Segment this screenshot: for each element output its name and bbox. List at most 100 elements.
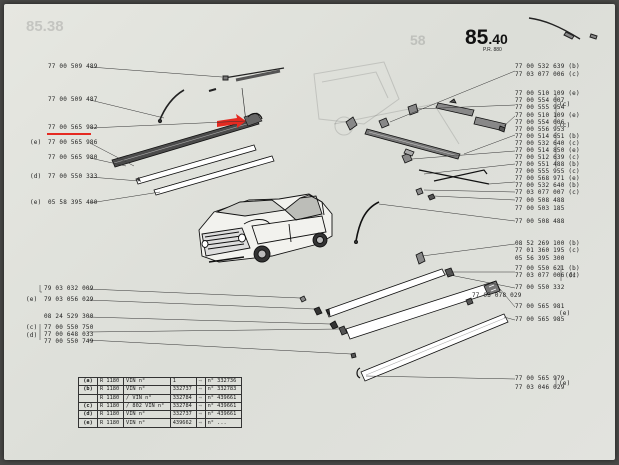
variant-code-left-lower-3: (d) bbox=[26, 332, 38, 339]
part-ref-right-14: 77 00 555 955 (c) bbox=[515, 168, 580, 175]
part-ref-right-lower-5: 77 03 077 006 (c) bbox=[515, 272, 580, 279]
part-ref-left-7: 05 58 395 400 bbox=[48, 199, 98, 206]
table-cell-vin: VIN n° bbox=[123, 418, 171, 428]
table-cell-vin: / 802 VIN n° bbox=[123, 401, 171, 412]
table-cell-from: 439662 bbox=[169, 418, 197, 428]
part-ref-right-18: 77 00 508 488 bbox=[515, 197, 565, 204]
part-ref-right-lower-6: 77 00 550 332 bbox=[515, 284, 565, 291]
part-ref-left-5: 77 00 565 980 bbox=[48, 154, 98, 161]
table-row: (c)R 1180/ 802 VIN n°332784⇨n° 439661 bbox=[78, 401, 243, 412]
part-ref-right-lower-1: 08 52 269 100 (b) bbox=[515, 240, 580, 247]
part-ref-right-6: 77 00 510 109 (e) bbox=[515, 112, 580, 119]
table-cell-code: (e) bbox=[78, 418, 98, 428]
part-ref-right-3: 77 00 510 109 (e) bbox=[515, 90, 580, 97]
highlight-underline bbox=[47, 133, 91, 135]
part-ref-left-1: 77 00 509 489 bbox=[48, 63, 98, 70]
table-cell-arrow: ⇨ bbox=[195, 385, 206, 395]
table-cell-code: (c) bbox=[78, 401, 98, 412]
top-corner-strip bbox=[528, 17, 598, 40]
table-cell-to: n° 439661 bbox=[204, 393, 243, 403]
table-cell-vin: VIN n° bbox=[123, 385, 171, 395]
table-cell-vin: / VIN n° bbox=[123, 393, 171, 403]
left-leader-lines bbox=[89, 66, 247, 204]
table-cell-arrow: ⇨ bbox=[195, 410, 206, 420]
part-ref-left-lower-3: 08 24 529 300 bbox=[44, 313, 94, 320]
variant-code-left-lower-2: (c) bbox=[26, 324, 38, 331]
table-cell-code bbox=[78, 393, 98, 403]
part-ref-right-5: 77 00 555 954 bbox=[515, 104, 565, 111]
table-cell-code: (a) bbox=[78, 376, 98, 387]
part-ref-left-lower-4: 77 00 550 750 bbox=[44, 324, 94, 331]
ghost-car-outline bbox=[313, 61, 460, 145]
part-ref-right-16: 77 00 532 640 (b) bbox=[515, 182, 580, 189]
table-cell-to: n° ... bbox=[204, 418, 243, 428]
part-ref-left-6: 77 00 550 333 bbox=[48, 173, 98, 180]
table-cell-model: R 1180 bbox=[96, 385, 125, 395]
part-ref-right-10: 77 00 532 640 (c) bbox=[515, 140, 580, 147]
variant-code-left-lower-1: (e) bbox=[26, 296, 38, 303]
table-cell-model: R 1180 bbox=[96, 401, 125, 412]
part-ref-right-1: 77 00 532 639 (b) bbox=[515, 63, 580, 70]
table-row: R 1180/ VIN n°332784⇨n° 439661 bbox=[78, 393, 243, 403]
part-ref-right-9: 77 00 514 651 (b) bbox=[515, 133, 580, 140]
ghost-page-number-left: 85.38 bbox=[26, 18, 64, 35]
part-ref-right-12: 77 00 512 639 (c) bbox=[515, 154, 580, 161]
table-cell-to: n° 332783 bbox=[204, 385, 243, 395]
part-ref-right-17: 77 03 077 007 (c) bbox=[515, 189, 580, 196]
table-cell-model: R 1180 bbox=[96, 418, 125, 428]
parts-catalog-page: 85.38 58 85.40 P.R. 880 bbox=[4, 4, 615, 460]
part-ref-right-20: 77 00 508 488 bbox=[515, 218, 565, 225]
table-cell-code: (d) bbox=[78, 410, 98, 420]
part-ref-left-2: 77 00 509 487 bbox=[48, 96, 98, 103]
variant-code-left-1: (e) bbox=[30, 139, 42, 146]
part-ref-left-lower-5: 77 00 648 033 bbox=[44, 331, 94, 338]
table-cell-code: (b) bbox=[78, 385, 98, 395]
part-ref-right-13: 77 00 551 488 (b) bbox=[515, 161, 580, 168]
variant-code-right-lower-3: (e) bbox=[559, 380, 571, 387]
table-cell-to: n° 439661 bbox=[204, 410, 243, 420]
part-ref-right-4: 77 00 554 007 bbox=[515, 97, 565, 104]
table-cell-to: n° 332736 bbox=[204, 376, 243, 387]
table-cell-model: R 1180 bbox=[96, 393, 125, 403]
table-cell-from: 1 bbox=[169, 376, 197, 387]
side-moulding-986 bbox=[135, 144, 257, 185]
variant-code-right-1: (c) bbox=[559, 101, 571, 108]
part-ref-left-lower-1: 79 03 032 009 bbox=[44, 285, 94, 292]
part-ref-right-lower-8: 77 00 565 985 bbox=[515, 316, 565, 323]
table-cell-arrow: ⇨ bbox=[195, 418, 206, 428]
part-ref-right-7: 77 00 554 006 bbox=[515, 119, 565, 126]
lower-leader-lines bbox=[87, 243, 516, 380]
upper-trim-strips bbox=[157, 67, 285, 124]
table-cell-from: 332737 bbox=[169, 410, 197, 420]
part-ref-right-19: 77 00 503 185 bbox=[515, 205, 565, 212]
part-ref-right-lower-7: 77 00 565 981 bbox=[515, 303, 565, 310]
part-ref-right-lower-2: 77 01 360 195 (c) bbox=[515, 247, 580, 254]
table-cell-arrow: ⇨ bbox=[195, 401, 206, 412]
page-subtitle: P.R. 880 bbox=[483, 47, 502, 53]
side-moulding-980 bbox=[153, 155, 275, 196]
parts-diagram bbox=[39, 17, 598, 388]
part-ref-right-2: 77 03 077 006 (c) bbox=[515, 71, 580, 78]
variant-code-left-2: (d) bbox=[30, 173, 42, 180]
roof-rail-parts bbox=[345, 98, 507, 244]
table-cell-model: R 1180 bbox=[96, 410, 125, 420]
table-cell-from: 332737 bbox=[169, 385, 197, 395]
bracket-lines bbox=[39, 95, 562, 388]
part-ref-right-lower-3: 05 56 395 300 bbox=[515, 255, 565, 262]
table-cell-vin: VIN n° bbox=[123, 376, 171, 387]
part-ref-left-lower-6: 77 00 550 749 bbox=[44, 338, 94, 345]
part-ref-right-lower-9: 77 00 565 979 bbox=[515, 375, 565, 382]
part-ref-left-lower-2: 79 03 056 029 bbox=[44, 296, 94, 303]
variant-code-right-lower-2: (e) bbox=[559, 310, 571, 317]
part-ref-left-3: 77 00 565 982 bbox=[48, 124, 98, 131]
page-number: 85.40 bbox=[465, 26, 508, 49]
table-cell-from: 332784 bbox=[169, 401, 197, 412]
right-leader-lines bbox=[378, 70, 516, 222]
variant-code-right-2: (c) bbox=[559, 122, 571, 129]
part-ref-right-15: 77 00 568 971 (e) bbox=[515, 175, 580, 182]
